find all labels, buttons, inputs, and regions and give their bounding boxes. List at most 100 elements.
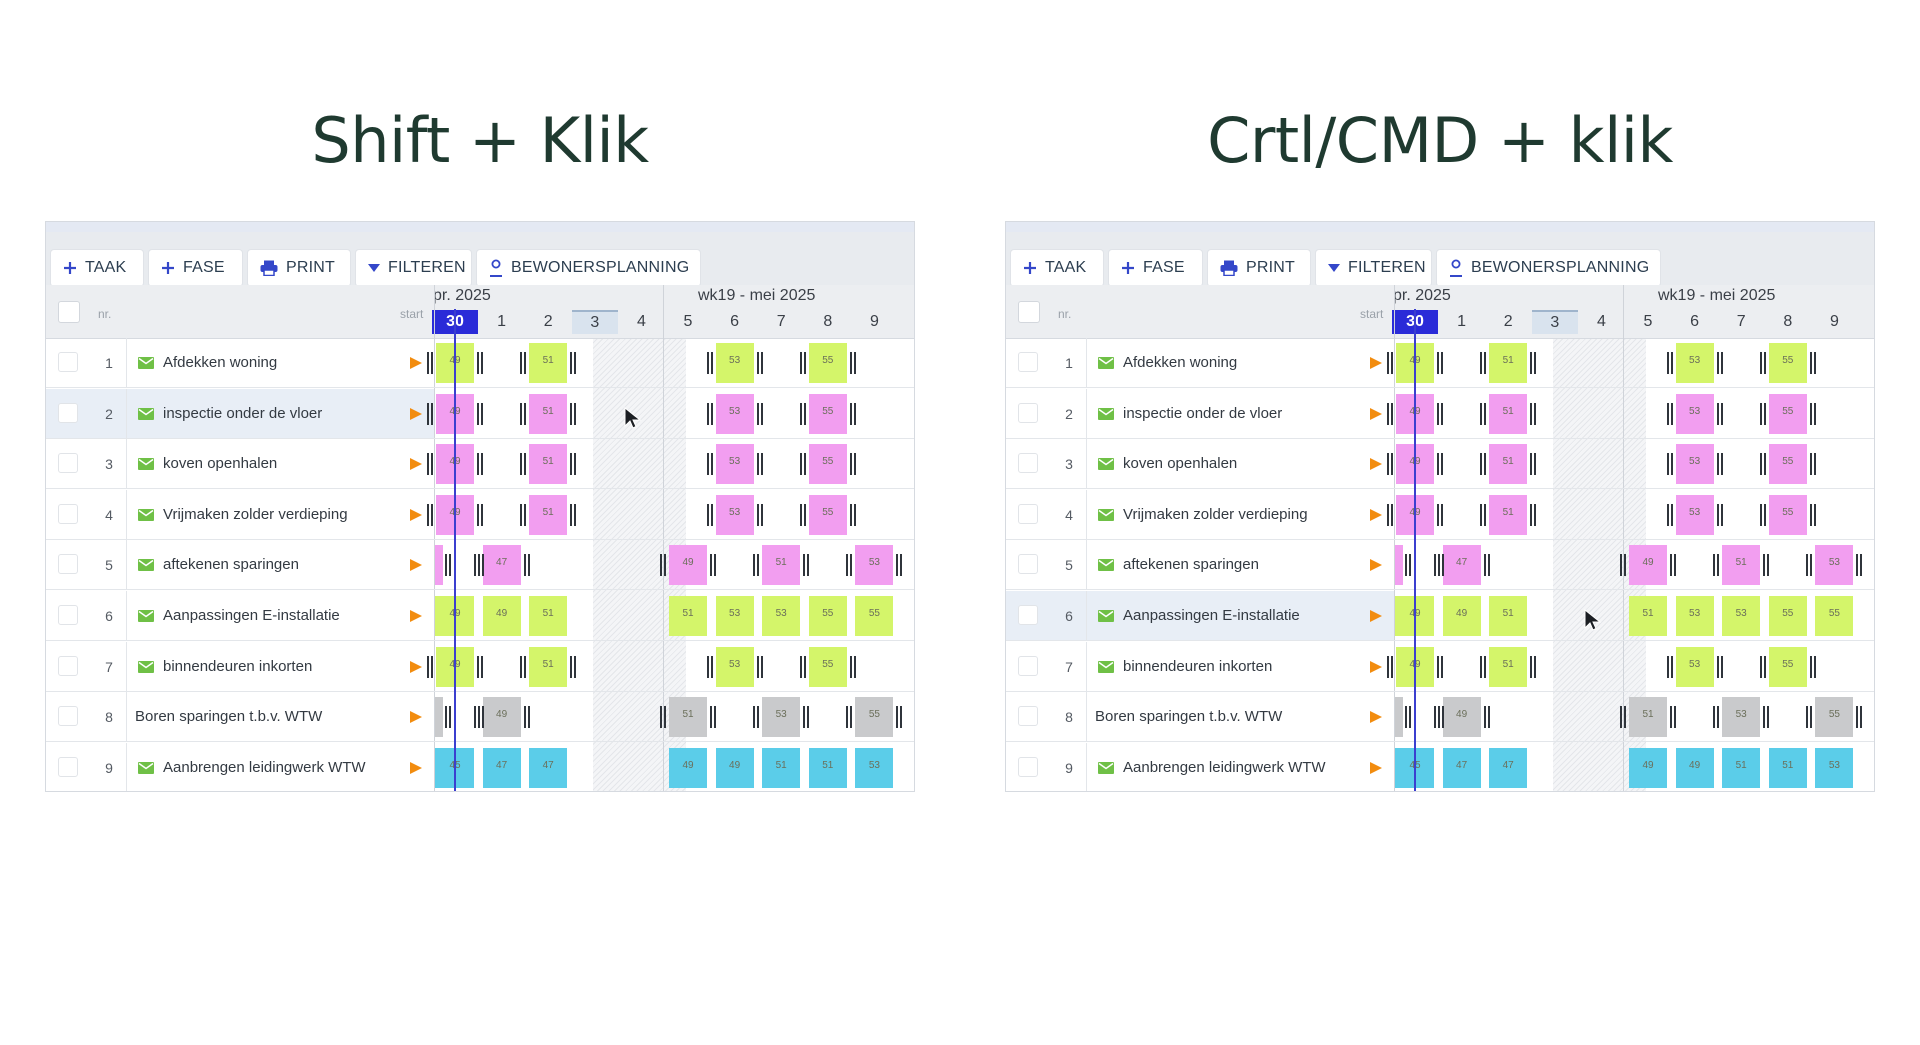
day-header-8[interactable]: 8 <box>1783 313 1793 330</box>
planning-bar[interactable] <box>1395 545 1403 586</box>
drag-handle[interactable] <box>1809 402 1816 425</box>
planning-bar[interactable]: 55 <box>855 697 894 738</box>
drag-handle[interactable] <box>1763 554 1770 577</box>
planning-bar[interactable]: 53 <box>715 596 754 636</box>
task-name[interactable]: Afdekken woning <box>163 354 278 371</box>
row-checkbox[interactable] <box>1018 503 1038 524</box>
planning-bar[interactable]: 55 <box>808 596 847 636</box>
drag-handle[interactable] <box>1713 554 1720 577</box>
planning-bar[interactable]: 53 <box>715 393 754 434</box>
planning-bar[interactable]: 51 <box>669 596 707 636</box>
play-icon[interactable] <box>1370 559 1382 572</box>
planning-bar[interactable]: 49 <box>482 596 521 636</box>
play-icon[interactable] <box>410 407 422 420</box>
drag-handle[interactable] <box>570 402 577 425</box>
planning-bar[interactable]: 51 <box>529 646 568 687</box>
drag-handle[interactable] <box>1716 655 1723 678</box>
planning-bar[interactable]: 53 <box>762 697 801 738</box>
drag-handle[interactable] <box>445 554 451 577</box>
planning-bar[interactable]: 51 <box>808 747 847 788</box>
drag-handle[interactable] <box>799 503 806 526</box>
planning-bar[interactable]: 51 <box>1489 393 1528 434</box>
filteren-button[interactable]: FILTEREN <box>1316 250 1431 286</box>
day-header-2[interactable]: 2 <box>1503 313 1513 330</box>
print-button[interactable]: PRINT <box>248 250 350 286</box>
drag-handle[interactable] <box>477 655 483 678</box>
drag-handle[interactable] <box>803 706 810 729</box>
drag-handle[interactable] <box>1530 503 1537 526</box>
drag-handle[interactable] <box>1666 655 1673 678</box>
play-icon[interactable] <box>410 508 422 521</box>
day-header-3[interactable]: 3 <box>1531 310 1578 334</box>
row-checkbox[interactable] <box>1018 352 1038 372</box>
planning-bar[interactable]: 53 <box>1675 646 1714 687</box>
drag-handle[interactable] <box>799 352 806 374</box>
drag-handle[interactable] <box>1666 453 1673 476</box>
task-name[interactable]: Vrijmaken zolder verdieping <box>163 505 348 523</box>
drag-handle[interactable] <box>1480 352 1487 374</box>
drag-handle[interactable] <box>706 453 713 476</box>
day-header-5[interactable]: 5 <box>683 313 693 330</box>
drag-handle[interactable] <box>570 655 577 678</box>
planning-bar[interactable]: 53 <box>1675 393 1714 434</box>
drag-handle[interactable] <box>570 352 577 374</box>
drag-handle[interactable] <box>1809 453 1816 476</box>
day-header-6[interactable]: 6 <box>1690 313 1700 330</box>
drag-handle[interactable] <box>427 352 433 374</box>
select-all-checkbox[interactable] <box>1018 301 1040 323</box>
drag-handle[interactable] <box>1716 402 1723 425</box>
drag-handle[interactable] <box>756 402 763 425</box>
planning-bar[interactable]: 55 <box>1768 494 1807 535</box>
play-icon[interactable] <box>1370 711 1382 724</box>
drag-handle[interactable] <box>756 453 763 476</box>
bewoners-button[interactable]: BEWONERSPLANNING <box>1437 250 1660 286</box>
drag-handle[interactable] <box>706 503 713 526</box>
planning-bar[interactable]: 51 <box>762 545 801 586</box>
play-icon[interactable] <box>1370 407 1382 420</box>
planning-bar[interactable]: 51 <box>1489 596 1528 636</box>
task-name[interactable]: Boren sparingen t.b.v. WTW <box>135 708 323 726</box>
drag-handle[interactable] <box>1666 352 1673 374</box>
planning-bar[interactable] <box>435 545 443 586</box>
planning-bar[interactable]: 55 <box>808 343 847 383</box>
planning-bar[interactable]: 49 <box>669 545 707 586</box>
drag-handle[interactable] <box>1387 655 1393 678</box>
planning-bar[interactable] <box>435 697 443 738</box>
drag-handle[interactable] <box>756 503 763 526</box>
play-icon[interactable] <box>1370 458 1382 471</box>
planning-bar[interactable]: 55 <box>1768 596 1807 636</box>
drag-handle[interactable] <box>1856 706 1863 729</box>
planning-bar[interactable]: 55 <box>1815 596 1854 636</box>
planning-bar[interactable]: 53 <box>1722 697 1761 738</box>
planning-bar[interactable]: 47 <box>529 747 568 788</box>
drag-handle[interactable] <box>846 554 853 577</box>
print-button[interactable]: PRINT <box>1208 250 1310 286</box>
play-icon[interactable] <box>1370 508 1382 521</box>
row-checkbox[interactable] <box>58 402 78 423</box>
planning-bar[interactable]: 53 <box>855 545 894 586</box>
drag-handle[interactable] <box>1433 706 1440 729</box>
planning-bar[interactable]: 55 <box>1768 343 1807 383</box>
planning-bar[interactable]: 53 <box>762 596 801 636</box>
planning-bar[interactable]: 55 <box>808 646 847 687</box>
drag-handle[interactable] <box>427 655 433 678</box>
day-header-5[interactable]: 5 <box>1643 313 1653 330</box>
drag-handle[interactable] <box>1480 503 1487 526</box>
planning-bar[interactable]: 51 <box>1489 494 1528 535</box>
planning-bar[interactable]: 47 <box>1442 545 1481 586</box>
task-name[interactable]: koven openhalen <box>163 455 278 473</box>
drag-handle[interactable] <box>570 503 577 526</box>
drag-handle[interactable] <box>570 453 577 476</box>
planning-bar[interactable]: 55 <box>1768 393 1807 434</box>
row-checkbox[interactable] <box>1018 655 1038 676</box>
planning-bar[interactable]: 49 <box>1442 697 1481 738</box>
drag-handle[interactable] <box>1387 503 1393 526</box>
drag-handle[interactable] <box>1530 402 1537 425</box>
